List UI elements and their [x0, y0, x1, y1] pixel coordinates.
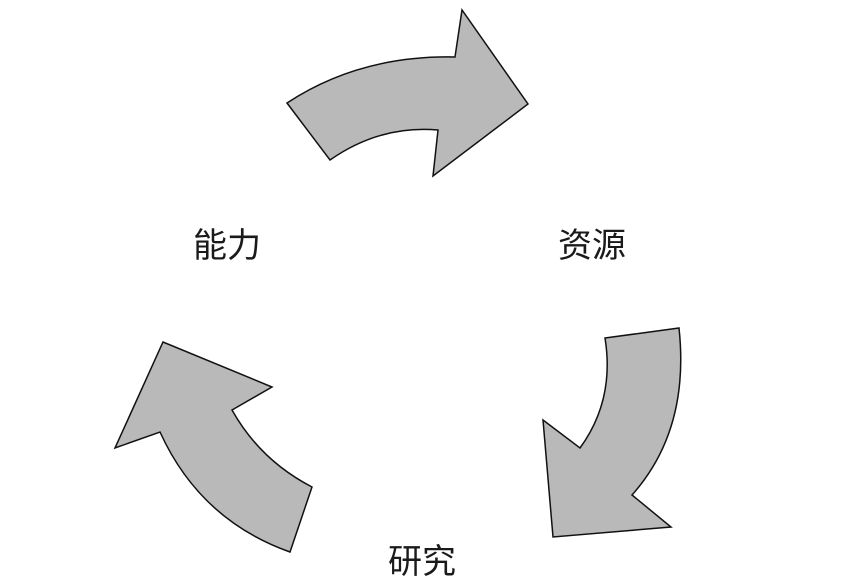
- node-resources: 资源: [558, 226, 626, 266]
- arrow-ability-to-resources: [285, 8, 530, 178]
- node-research: 研究: [388, 542, 456, 582]
- arrow-resources-to-research: [542, 327, 682, 538]
- node-ability: 能力: [193, 226, 261, 266]
- arrow-research-to-ability: [113, 341, 313, 553]
